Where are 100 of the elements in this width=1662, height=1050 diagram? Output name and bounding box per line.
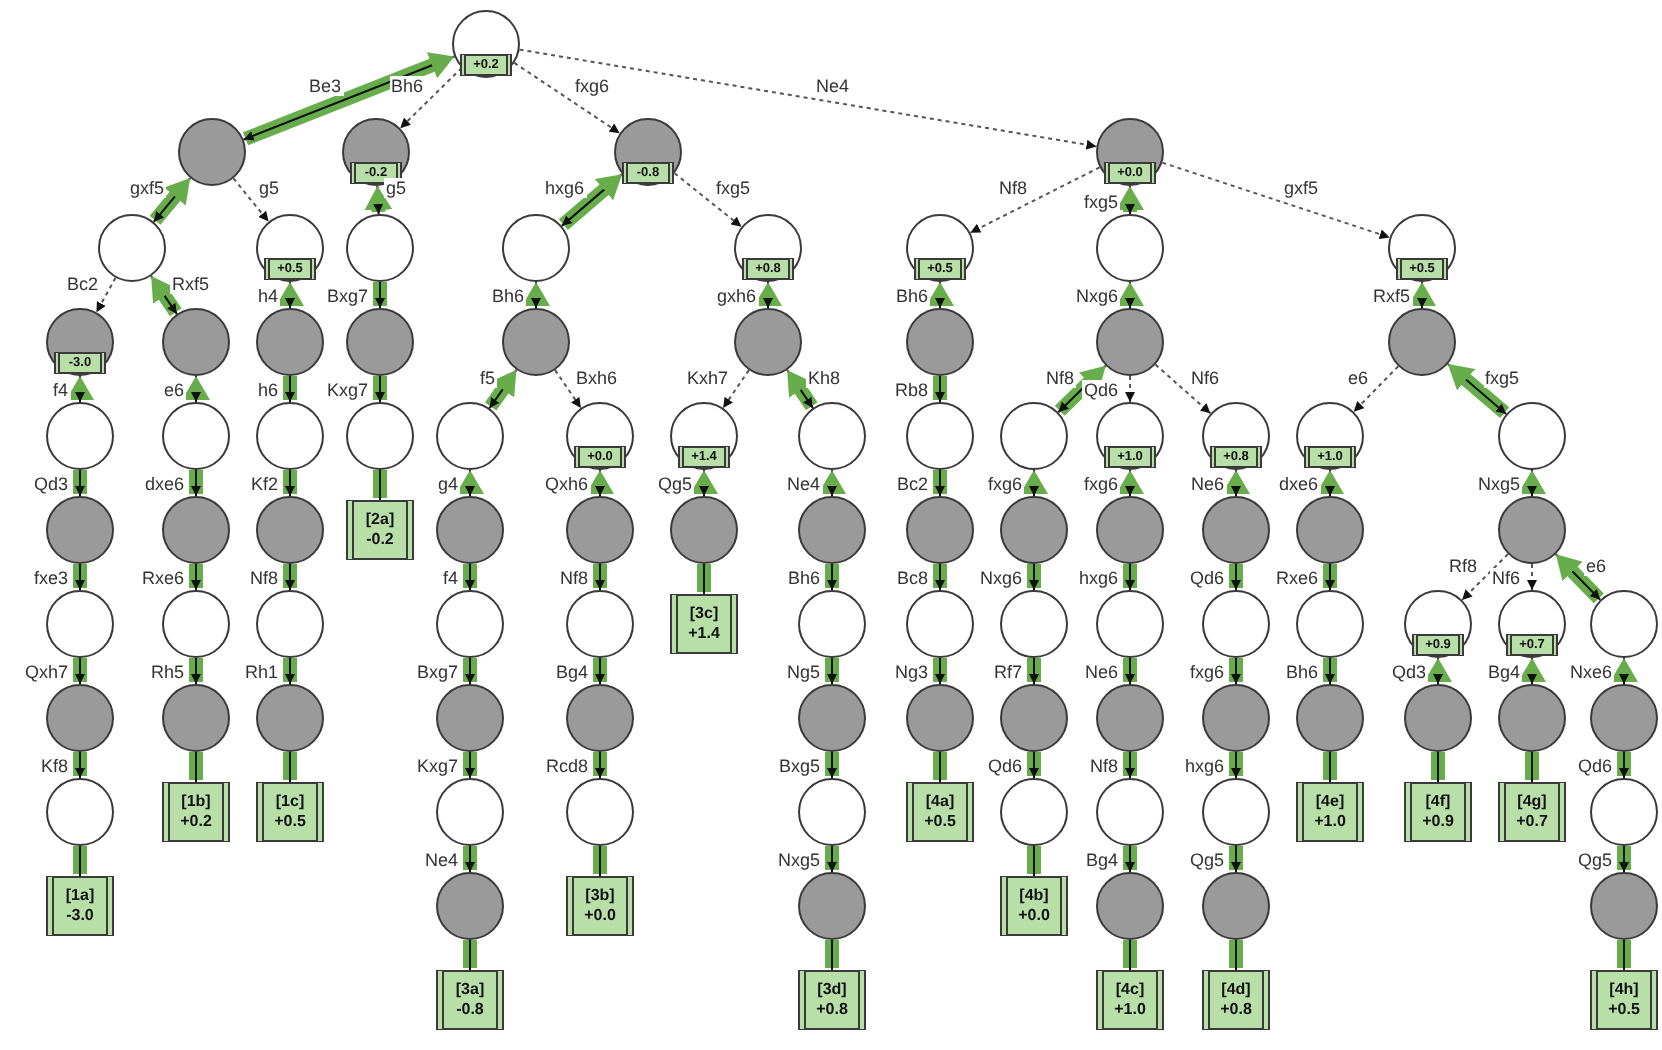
position-circle bbox=[906, 496, 974, 564]
position-circle bbox=[436, 402, 504, 470]
move-label: Ne6 bbox=[1082, 662, 1120, 682]
move-label: Bg4 bbox=[1083, 850, 1120, 870]
position-circle bbox=[436, 778, 504, 846]
position-circle bbox=[1096, 402, 1164, 470]
score-value: -0.2 bbox=[366, 530, 394, 550]
result-box bbox=[670, 594, 738, 654]
position-circle bbox=[1404, 684, 1472, 752]
position-circle bbox=[1096, 308, 1164, 376]
position-circle bbox=[98, 214, 166, 282]
position-circle bbox=[566, 402, 634, 470]
move-label: Qg5 bbox=[1575, 850, 1614, 870]
move-label: dxe6 bbox=[142, 474, 186, 494]
move-label: g5 bbox=[257, 178, 282, 198]
position-circle bbox=[1590, 778, 1658, 846]
result-box bbox=[1096, 970, 1164, 1030]
score-value: +0.5 bbox=[274, 812, 306, 832]
position-circle bbox=[162, 684, 230, 752]
move-label: Kxh7 bbox=[684, 367, 730, 387]
move-label: Qd3 bbox=[1389, 662, 1428, 682]
variation-label: [4g] bbox=[1517, 792, 1547, 812]
score-value: +1.0 bbox=[1314, 812, 1346, 832]
move-label: Nxg5 bbox=[775, 850, 822, 870]
position-circle bbox=[1498, 684, 1566, 752]
position-circle bbox=[1096, 214, 1164, 282]
move-label: Bh6 bbox=[893, 286, 930, 306]
position-circle bbox=[906, 684, 974, 752]
move-label: Nf8 bbox=[557, 568, 590, 588]
move-label: Rxf5 bbox=[1370, 286, 1412, 306]
result-box bbox=[1498, 782, 1566, 842]
position-circle bbox=[502, 308, 570, 376]
position-circle bbox=[734, 214, 802, 282]
move-label: Qg5 bbox=[1187, 850, 1226, 870]
position-circle bbox=[1096, 590, 1164, 658]
move-label: Ng5 bbox=[784, 662, 822, 682]
variation-label: [3a] bbox=[455, 980, 485, 1000]
move-label: fxg5 bbox=[1483, 367, 1522, 387]
position-circle bbox=[1096, 118, 1164, 186]
move-label: Qxh7 bbox=[22, 662, 70, 682]
variation-label: [4a] bbox=[925, 792, 955, 812]
move-label: Rcd8 bbox=[543, 756, 590, 776]
move-label: Rh1 bbox=[242, 662, 280, 682]
result-box bbox=[566, 876, 634, 936]
move-label: f4 bbox=[50, 380, 70, 400]
position-circle bbox=[162, 402, 230, 470]
move-label: e6 bbox=[161, 380, 186, 400]
move-label: Kxg7 bbox=[324, 380, 370, 400]
position-circle bbox=[1096, 872, 1164, 940]
variation-label: [2a] bbox=[365, 510, 395, 530]
variation-label: [4d] bbox=[1221, 980, 1251, 1000]
move-label: Ne4 bbox=[814, 76, 852, 96]
position-circle bbox=[614, 118, 682, 186]
result-box bbox=[1202, 970, 1270, 1030]
position-circle bbox=[1498, 402, 1566, 470]
position-circle bbox=[1296, 590, 1364, 658]
score-value: +0.7 bbox=[1516, 812, 1548, 832]
score-value: +0.9 bbox=[1422, 812, 1454, 832]
move-label: gxf5 bbox=[1282, 178, 1321, 198]
position-circle bbox=[1590, 872, 1658, 940]
move-label: Bxg5 bbox=[776, 756, 822, 776]
position-circle bbox=[436, 590, 504, 658]
move-label: fxg5 bbox=[1081, 192, 1120, 212]
move-label: e6 bbox=[1584, 555, 1609, 575]
position-circle bbox=[1202, 590, 1270, 658]
move-label: Bc8 bbox=[894, 568, 930, 588]
position-circle bbox=[670, 496, 738, 564]
move-label: Rh5 bbox=[148, 662, 186, 682]
move-label: Qd3 bbox=[31, 474, 70, 494]
move-label: g5 bbox=[384, 178, 409, 198]
move-label: Nf8 bbox=[996, 178, 1029, 198]
move-label: hxg6 bbox=[1076, 568, 1120, 588]
position-circle bbox=[256, 402, 324, 470]
variation-label: [4h] bbox=[1609, 980, 1639, 1000]
move-label: Bg4 bbox=[1485, 662, 1522, 682]
move-label: Be3 bbox=[306, 76, 343, 96]
result-box bbox=[46, 876, 114, 936]
position-circle bbox=[1202, 684, 1270, 752]
move-label: fxg6 bbox=[1081, 474, 1120, 494]
position-circle bbox=[346, 214, 414, 282]
position-circle bbox=[1296, 496, 1364, 564]
move-label: Rxf5 bbox=[170, 273, 212, 293]
move-label: Nxg5 bbox=[1475, 474, 1522, 494]
position-circle bbox=[162, 590, 230, 658]
position-circle bbox=[1404, 590, 1472, 658]
position-circle bbox=[1590, 590, 1658, 658]
position-circle bbox=[1202, 402, 1270, 470]
position-circle bbox=[178, 118, 246, 186]
move-label: Bh6 bbox=[1283, 662, 1320, 682]
position-circle bbox=[1498, 590, 1566, 658]
variation-label: [3d] bbox=[817, 980, 847, 1000]
move-label: Nf8 bbox=[247, 568, 280, 588]
position-circle bbox=[1202, 872, 1270, 940]
position-circle bbox=[1096, 684, 1164, 752]
position-circle bbox=[906, 308, 974, 376]
variation-label: [4e] bbox=[1315, 792, 1345, 812]
position-circle bbox=[798, 402, 866, 470]
move-label: Bh6 bbox=[388, 76, 425, 96]
move-label: Kf2 bbox=[248, 474, 280, 494]
position-circle bbox=[46, 778, 114, 846]
